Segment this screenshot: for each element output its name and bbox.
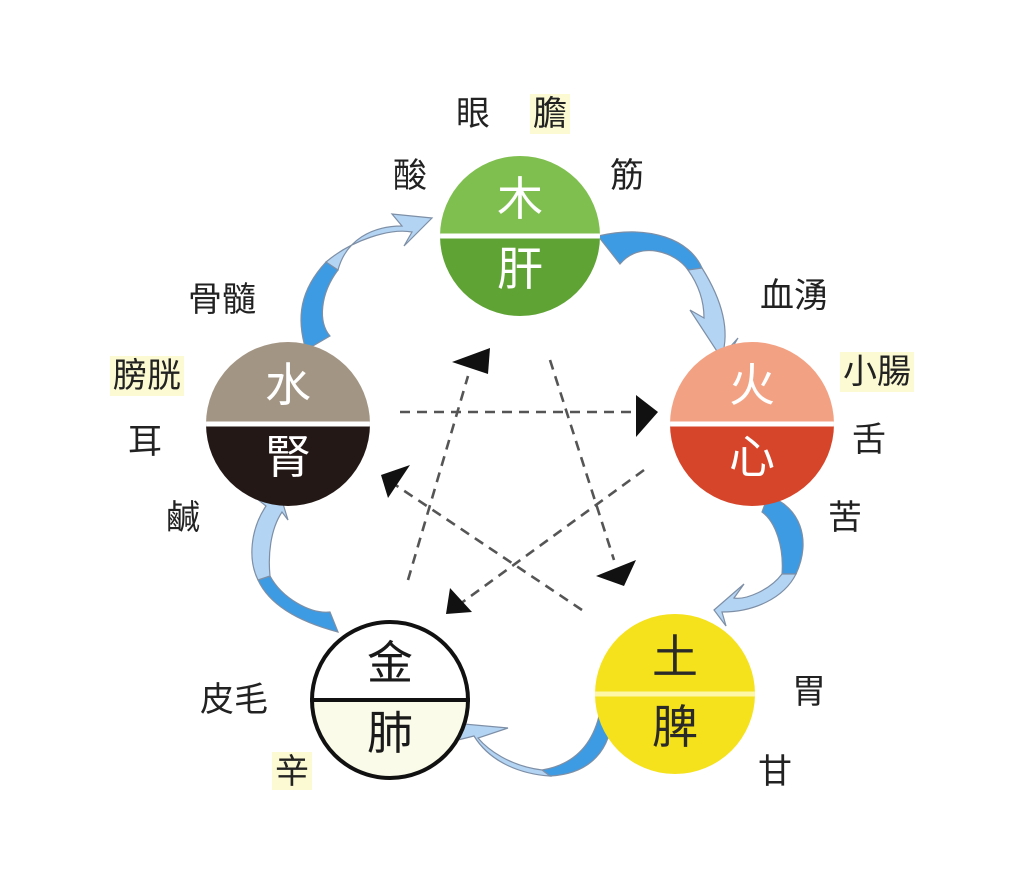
arrow-metal-water-head <box>251 493 289 581</box>
organ-char-metal: 肺 <box>367 706 413 760</box>
controlling-cycle <box>393 359 645 612</box>
element-char-fire: 火 <box>729 358 775 413</box>
label-gallbladder: 膽 <box>530 94 570 134</box>
label-eye: 眼 <box>456 94 490 134</box>
arrowhead-to-earth-icon <box>596 560 636 586</box>
label-bitter: 苦 <box>828 498 862 538</box>
label-bone-marrow: 骨髓 <box>188 280 256 320</box>
label-skin-hair: 皮毛 <box>200 680 268 720</box>
arrowhead-to-wood-icon <box>452 348 490 374</box>
element-char-wood: 木 <box>497 171 543 226</box>
organ-char-wood: 肝 <box>497 242 543 296</box>
label-small-intestine: 小腸 <box>840 352 914 392</box>
label-tendon: 筋 <box>610 156 644 196</box>
arrow-fire-earth-head <box>713 573 797 627</box>
organ-char-fire: 心 <box>729 430 775 484</box>
arrow-wood-fire-tail <box>596 231 703 271</box>
element-char-earth: 土 <box>652 629 698 684</box>
arrow-water-wood-head <box>325 213 434 271</box>
label-sour: 酸 <box>393 156 427 196</box>
arrowhead-to-fire-icon <box>636 395 658 437</box>
element-char-water: 水 <box>265 358 311 413</box>
label-blood: 血湧 <box>760 276 828 316</box>
label-tongue: 舌 <box>852 420 886 460</box>
arrow-fire-earth-tail <box>761 495 804 575</box>
label-stomach: 胃 <box>792 672 826 712</box>
arrow-earth-metal-head <box>457 723 552 777</box>
dashed-line-fire-metal <box>459 468 645 606</box>
arrow-metal-water-tail <box>257 575 339 633</box>
label-bladder: 膀胱 <box>110 356 184 396</box>
arrowhead-to-water-icon <box>381 465 410 498</box>
organ-char-earth: 脾 <box>652 700 698 754</box>
dashed-line-earth-water <box>393 482 583 612</box>
label-sweet: 甘 <box>758 752 792 792</box>
dashed-line-metal-wood <box>406 375 470 581</box>
arrow-water-wood-tail <box>300 261 339 351</box>
element-char-metal: 金 <box>367 635 413 690</box>
organ-char-water: 腎 <box>265 430 311 484</box>
label-salty: 鹹 <box>166 498 200 538</box>
controlling-arrowheads <box>381 348 658 614</box>
arrowhead-to-metal-icon <box>446 588 472 614</box>
bottom-whitespace <box>0 790 1022 883</box>
label-pungent: 辛 <box>272 752 312 792</box>
label-ear: 耳 <box>128 422 162 462</box>
dashed-line-wood-earth <box>548 359 616 561</box>
